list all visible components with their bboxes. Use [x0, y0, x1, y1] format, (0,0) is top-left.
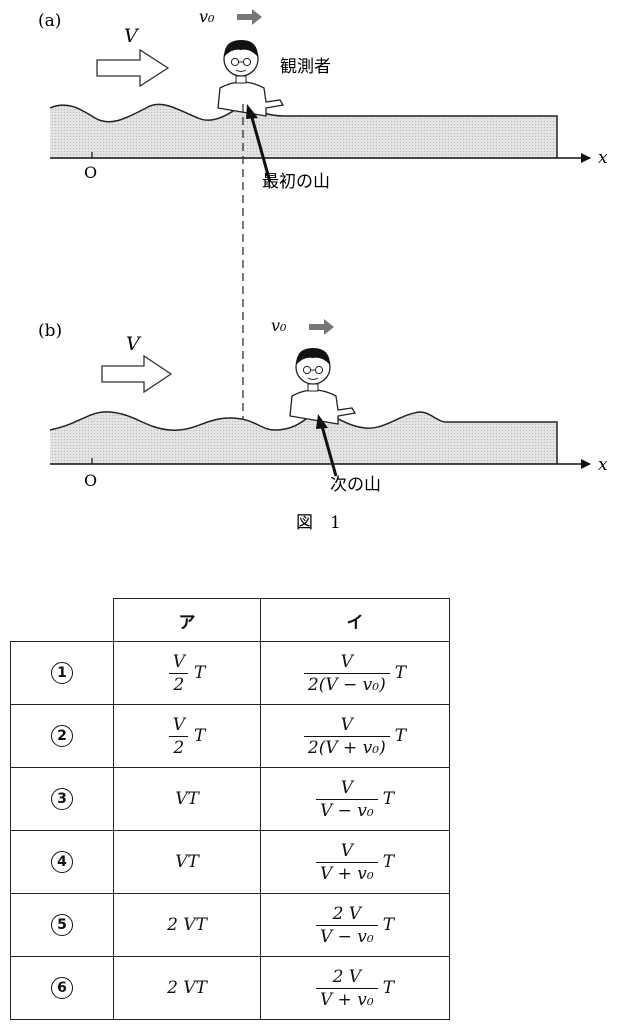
cell-a: VT	[113, 767, 261, 831]
cell-a: 2 VT	[113, 893, 261, 957]
crest-pointer-head-b	[316, 414, 328, 429]
wave-figure: (a) V v₀ O x 観測者 最初の山 (b) V v₀ O x	[38, 7, 608, 533]
crest-pointer-a	[249, 113, 272, 183]
option-number: 2	[10, 704, 114, 768]
observer-a	[217, 40, 285, 117]
origin-label-a: O	[84, 163, 97, 182]
table-header-row: ア イ	[11, 598, 450, 642]
panel-b-label: (b)	[38, 321, 62, 341]
option-number: 6	[10, 956, 114, 1020]
crest-pointer-b	[320, 425, 338, 477]
panel-a-wave-speed: V	[124, 25, 140, 47]
first-crest-label: 最初の山	[262, 172, 330, 192]
observer-b	[289, 348, 357, 425]
x-axis-label-a: x	[598, 148, 608, 168]
x-axis-label-b: x	[598, 455, 608, 475]
option-number: 1	[10, 641, 114, 705]
panel-a-label: (a)	[38, 11, 61, 31]
header-blank-cell	[11, 599, 114, 642]
water-surface-a	[50, 102, 557, 158]
figure-caption: 図 1	[296, 513, 341, 533]
crest-pointer-head-a	[246, 104, 258, 119]
panel-b-observer-speed: v₀	[271, 316, 287, 335]
header-b: イ	[260, 598, 450, 642]
header-a: ア	[113, 598, 261, 642]
observer-label: 観測者	[280, 57, 331, 77]
next-crest-label: 次の山	[330, 475, 381, 495]
panel-a-observer-speed: v₀	[199, 7, 215, 26]
option-number: 3	[10, 767, 114, 831]
wave-profile-b	[49, 411, 558, 464]
wave-direction-arrow-a	[96, 48, 170, 88]
option-number: 5	[10, 893, 114, 957]
observer-velocity-arrow-a	[237, 9, 262, 25]
wave-direction-arrow-b	[101, 354, 173, 394]
panel-b-wave-speed: V	[126, 333, 142, 355]
water-surface-b	[50, 411, 557, 464]
cell-a: 2 VT	[113, 956, 261, 1020]
cell-a: VT	[113, 830, 261, 894]
option-number: 4	[10, 830, 114, 894]
observer-velocity-arrow-b	[309, 319, 334, 335]
origin-label-b: O	[84, 471, 97, 490]
